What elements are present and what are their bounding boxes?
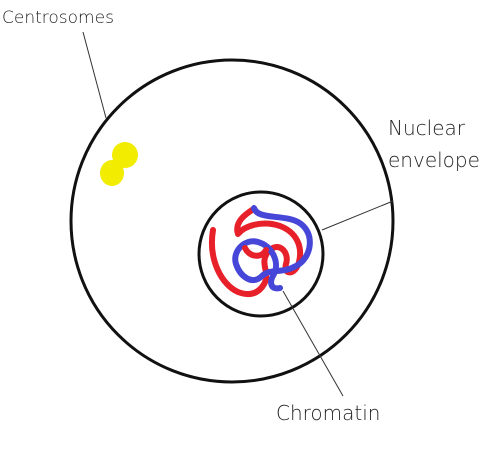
centrosome-upper bbox=[112, 142, 138, 168]
nuclear-envelope-label-line2: envelope bbox=[388, 148, 480, 172]
chromatin-blue-strand bbox=[232, 205, 313, 292]
centrosomes-leader-line bbox=[82, 31, 107, 119]
centrosomes-label: Centrosomes bbox=[2, 8, 114, 28]
nuclear-envelope-label: Nuclear envelope bbox=[388, 112, 480, 176]
nuclear-envelope-leader-line bbox=[321, 200, 394, 231]
nuclear-envelope bbox=[197, 190, 325, 318]
centrosome-lower bbox=[100, 160, 124, 186]
centrosomes bbox=[100, 142, 138, 186]
chromatin-red-strand bbox=[209, 207, 303, 298]
chromatin bbox=[209, 205, 313, 298]
chromatin-red-overlap bbox=[242, 245, 269, 259]
nuclear-envelope-label-line1: Nuclear bbox=[388, 116, 465, 140]
chromatin-leader-line bbox=[282, 290, 344, 397]
cell-membrane bbox=[69, 58, 395, 384]
chromatin-label: Chromatin bbox=[276, 401, 381, 425]
